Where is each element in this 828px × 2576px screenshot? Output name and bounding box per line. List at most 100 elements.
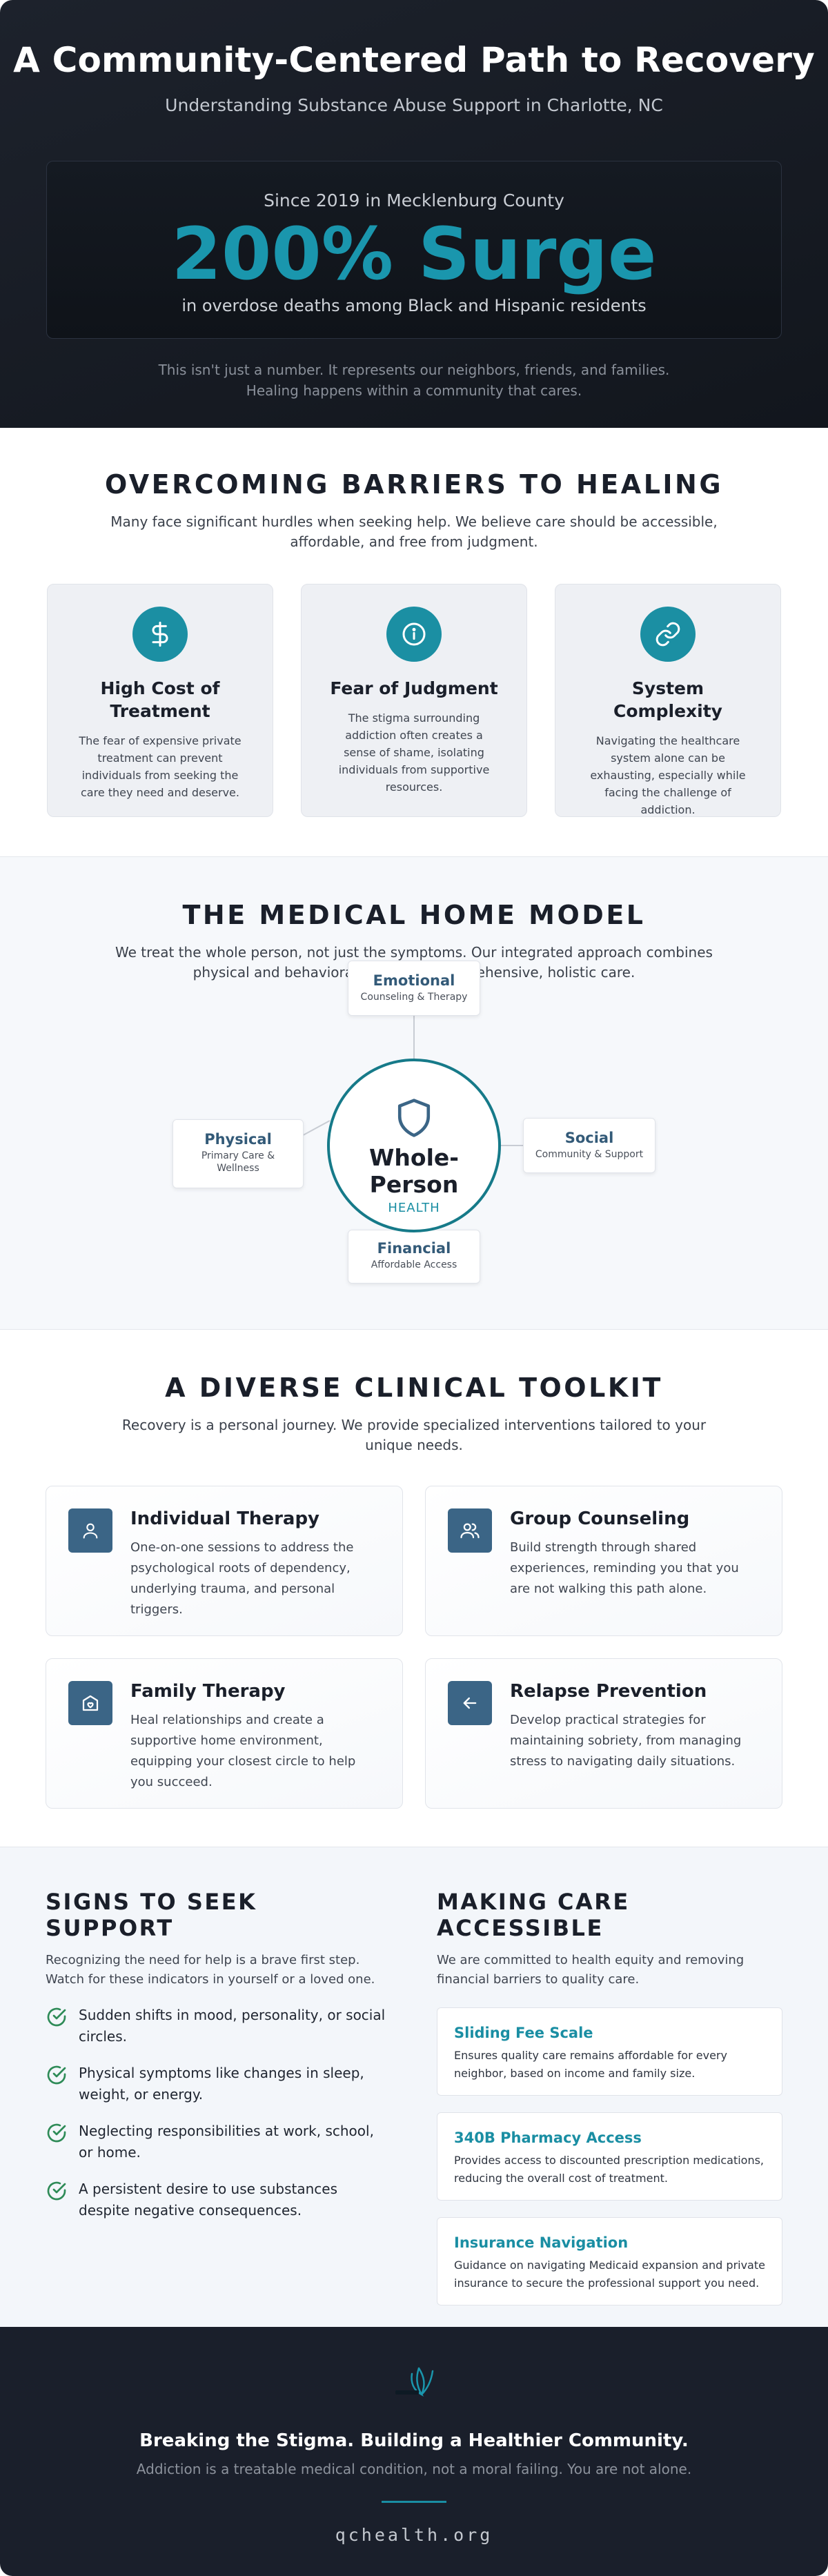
- barriers-section: OVERCOMING BARRIERS TO HEALING Many face…: [0, 428, 828, 857]
- footer-divider: [382, 2501, 446, 2503]
- toolkit-card-family: Family Therapy Heal relationships and cr…: [46, 1658, 403, 1809]
- access-card-text: Ensures quality care remains affordable …: [454, 2049, 727, 2080]
- access-title: MAKING CARE ACCESSIBLE: [437, 1889, 630, 1941]
- node-social: Social Community & Support: [523, 1118, 656, 1173]
- toolkit-card-individual: Individual Therapy One-on-one sessions t…: [46, 1486, 403, 1636]
- node-subtitle: Affordable Access: [371, 1259, 457, 1270]
- hero-note: This isn't just a number. It represents …: [0, 360, 828, 401]
- info-icon: [386, 607, 442, 662]
- stat-since: Since 2019 in Mecklenburg County: [264, 190, 564, 210]
- access-card-title: 340B Pharmacy Access: [454, 2130, 642, 2146]
- signs-lead: Recognizing the need for help is a brave…: [46, 1953, 375, 1987]
- node-title: Financial: [377, 1240, 451, 1257]
- barriers-lead: Many face significant hurdles when seeki…: [110, 513, 718, 550]
- link-icon: [640, 607, 696, 662]
- signs-list: Sudden shifts in mood, personality, or s…: [46, 2005, 391, 2221]
- hero-section: A Community-Centered Path to Recovery Un…: [0, 0, 828, 428]
- toolkit-card-title: Individual Therapy: [130, 1508, 320, 1529]
- stat-value: 200% Surge: [171, 212, 657, 296]
- sign-text: Neglecting responsibilities at work, sch…: [79, 2123, 374, 2161]
- barrier-card-title: Fear of Judgment: [330, 678, 498, 698]
- hero-note-line-1: This isn't just a number. It represents …: [158, 362, 670, 378]
- hub-subtitle: HEALTH: [388, 1201, 440, 1215]
- arrow-left-icon: [448, 1681, 492, 1725]
- footer-url-link[interactable]: qchealth.org: [335, 2525, 493, 2545]
- toolkit-card-title: Family Therapy: [130, 1681, 286, 1702]
- access-card-text: Provides access to discounted prescripti…: [454, 2154, 765, 2185]
- node-title: Emotional: [373, 972, 455, 989]
- sign-text: Physical symptoms like changes in sleep,…: [79, 2065, 364, 2103]
- list-item: Neglecting responsibilities at work, sch…: [46, 2121, 391, 2163]
- access-lead: We are committed to health equity and re…: [437, 1953, 745, 1987]
- barrier-card-title: System Complexity: [613, 678, 722, 721]
- node-title: Physical: [204, 1131, 272, 1148]
- users-icon: [448, 1508, 492, 1553]
- list-item: Physical symptoms like changes in sleep,…: [46, 2063, 391, 2105]
- node-physical: Physical Primary Care & Wellness: [172, 1119, 304, 1188]
- qc-health-logo-icon: [383, 2364, 445, 2403]
- toolkit-lead: Recovery is a personal journey. We provi…: [121, 1417, 707, 1453]
- toolkit-title: A DIVERSE CLINICAL TOOLKIT: [165, 1373, 663, 1403]
- toolkit-card-text: Develop practical strategies for maintai…: [510, 1713, 742, 1769]
- toolkit-card-relapse: Relapse Prevention Develop practical str…: [425, 1658, 782, 1809]
- home-heart-icon: [68, 1681, 112, 1725]
- shield-icon: [330, 1097, 498, 1141]
- toolkit-card-title: Relapse Prevention: [510, 1681, 707, 1702]
- list-item: A persistent desire to use substances de…: [46, 2179, 391, 2221]
- toolkit-card-title: Group Counseling: [510, 1508, 690, 1529]
- whole-person-hub: Whole-Person HEALTH: [327, 1059, 501, 1232]
- barriers-title: OVERCOMING BARRIERS TO HEALING: [104, 469, 724, 500]
- signs-title: SIGNS TO SEEK SUPPORT: [46, 1889, 257, 1941]
- toolkit-card-text: Heal relationships and create a supporti…: [130, 1713, 356, 1789]
- access-card-title: Sliding Fee Scale: [454, 2025, 593, 2041]
- medical-home-section: THE MEDICAL HOME MODEL We treat the whol…: [0, 857, 828, 1330]
- access-card-sliding-fee: Sliding Fee Scale Ensures quality care r…: [437, 2007, 782, 2096]
- node-financial: Financial Affordable Access: [348, 1230, 480, 1284]
- stat-box: Since 2019 in Mecklenburg County 200% Su…: [46, 161, 782, 339]
- dollar-icon: [132, 607, 188, 662]
- node-emotional: Emotional Counseling & Therapy: [348, 961, 480, 1016]
- footer-tagline: Breaking the Stigma. Building a Healthie…: [139, 2430, 689, 2451]
- user-icon: [68, 1508, 112, 1553]
- access-card-text: Guidance on navigating Medicaid expansio…: [454, 2259, 765, 2290]
- toolkit-card-group: Group Counseling Build strength through …: [425, 1486, 782, 1636]
- access-card-title: Insurance Navigation: [454, 2234, 629, 2251]
- barrier-card-complexity: System Complexity Navigating the healthc…: [555, 584, 781, 817]
- list-item: Sudden shifts in mood, personality, or s…: [46, 2005, 391, 2047]
- barrier-card-text: Navigating the healthcare system alone c…: [590, 734, 746, 816]
- barrier-card-cost: High Cost of Treatment The fear of expen…: [47, 584, 273, 817]
- medical-home-title: THE MEDICAL HOME MODEL: [182, 900, 646, 930]
- node-subtitle: Counseling & Therapy: [360, 992, 468, 1003]
- barrier-card-title: High Cost of Treatment: [100, 678, 220, 721]
- toolkit-card-text: Build strength through shared experience…: [510, 1540, 739, 1596]
- hub-title: Whole-Person: [369, 1144, 459, 1198]
- footer: Breaking the Stigma. Building a Healthie…: [0, 2327, 828, 2576]
- barrier-card-text: The fear of expensive private treatment …: [79, 734, 241, 799]
- footer-subline: Addiction is a treatable medical conditi…: [136, 2461, 692, 2477]
- check-circle-icon: [47, 2123, 66, 2143]
- signs-access-section: SIGNS TO SEEK SUPPORT Recognizing the ne…: [0, 1847, 828, 2327]
- node-subtitle: Primary Care & Wellness: [201, 1150, 275, 1174]
- node-title: Social: [564, 1130, 614, 1146]
- hero-note-line-2: Healing happens within a community that …: [246, 382, 582, 399]
- access-card-340b: 340B Pharmacy Access Provides access to …: [437, 2112, 782, 2201]
- barrier-cards: High Cost of Treatment The fear of expen…: [0, 584, 828, 817]
- barrier-card-text: The stigma surrounding addiction often c…: [338, 711, 490, 794]
- stat-description: in overdose deaths among Black and Hispa…: [181, 296, 647, 316]
- barrier-card-judgment: Fear of Judgment The stigma surrounding …: [301, 584, 527, 817]
- check-circle-icon: [47, 2181, 66, 2201]
- toolkit-cards: Individual Therapy One-on-one sessions t…: [0, 1486, 828, 1809]
- toolkit-card-text: One-on-one sessions to address the psych…: [130, 1540, 354, 1617]
- toolkit-section: A DIVERSE CLINICAL TOOLKIT Recovery is a…: [0, 1330, 828, 1847]
- check-circle-icon: [47, 2065, 66, 2085]
- sign-text: Sudden shifts in mood, personality, or s…: [79, 2007, 386, 2045]
- access-card-insurance: Insurance Navigation Guidance on navigat…: [437, 2217, 782, 2305]
- sign-text: A persistent desire to use substances de…: [79, 2181, 337, 2219]
- access-column: MAKING CARE ACCESSIBLE We are committed …: [437, 1889, 782, 2327]
- signs-column: SIGNS TO SEEK SUPPORT Recognizing the ne…: [46, 1889, 391, 2327]
- page-title: A Community-Centered Path to Recovery: [13, 40, 815, 80]
- node-subtitle: Community & Support: [535, 1149, 644, 1160]
- page-subtitle: Understanding Substance Abuse Support in…: [165, 95, 663, 115]
- check-circle-icon: [47, 2007, 66, 2027]
